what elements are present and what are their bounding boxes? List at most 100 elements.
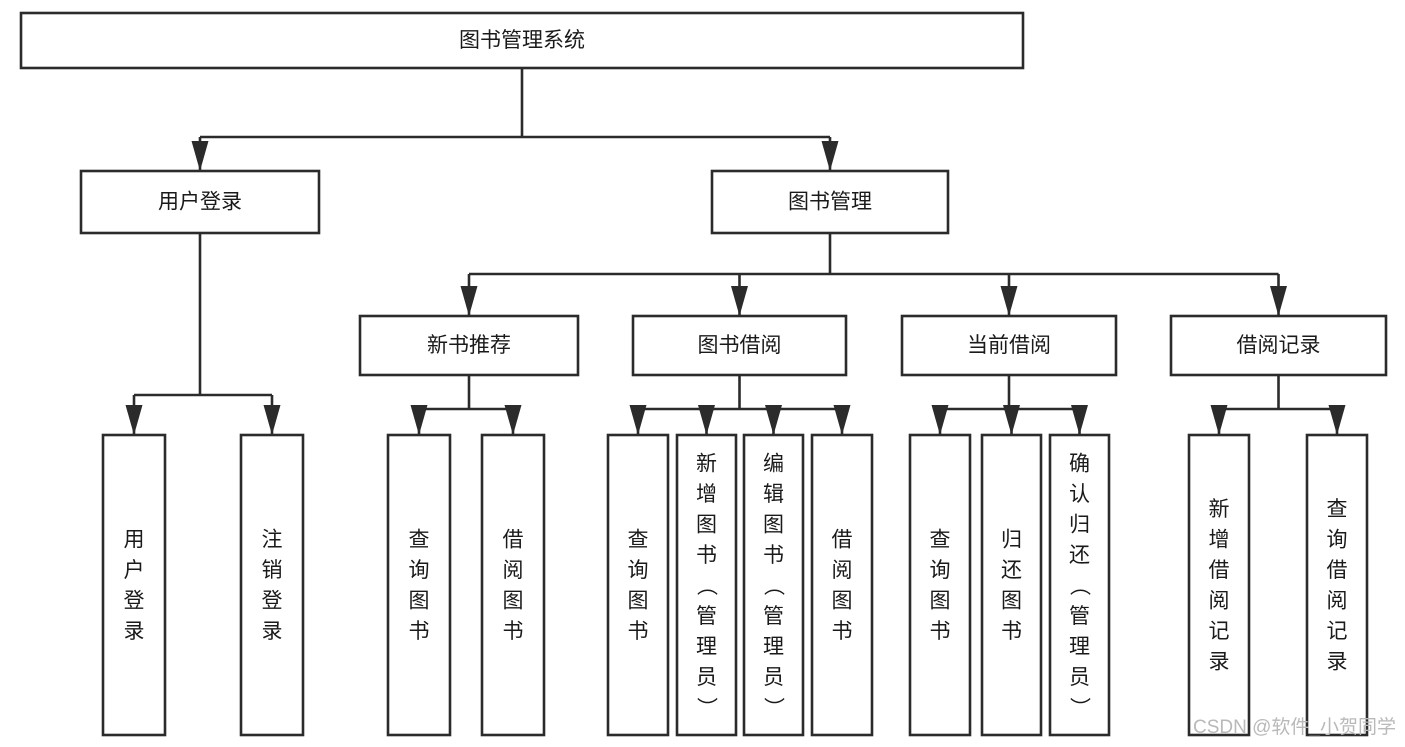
node-label: 图书借阅 xyxy=(698,334,782,357)
svg-text:查: 查 xyxy=(409,529,430,552)
node-book-management[interactable]: 图书管理 xyxy=(710,169,950,235)
svg-text:借: 借 xyxy=(503,529,524,552)
svg-text:图: 图 xyxy=(930,590,951,613)
svg-text:阅: 阅 xyxy=(503,559,524,582)
arrow-head-icon xyxy=(1328,405,1346,435)
svg-text:归: 归 xyxy=(1069,513,1090,536)
svg-text:新: 新 xyxy=(696,452,717,475)
node-leaf-user-login[interactable]: 用户登录 xyxy=(101,433,167,737)
svg-text:询: 询 xyxy=(930,559,951,582)
svg-text:书: 书 xyxy=(832,620,853,643)
svg-text:销: 销 xyxy=(262,559,283,582)
svg-text:记: 记 xyxy=(1327,620,1348,643)
arrow-head-icon xyxy=(698,405,715,435)
arrow-head-icon xyxy=(410,405,428,435)
svg-text:还: 还 xyxy=(1001,559,1022,582)
svg-text:录: 录 xyxy=(1327,651,1348,674)
svg-text:新: 新 xyxy=(1209,498,1230,521)
arrow-head-icon xyxy=(833,405,851,435)
svg-text:管: 管 xyxy=(696,605,717,628)
svg-text:书: 书 xyxy=(503,620,524,643)
node-borrow-record[interactable]: 借阅记录 xyxy=(1169,314,1388,377)
connector-layer xyxy=(125,68,1346,435)
node-label: 当前借阅 xyxy=(967,334,1051,357)
svg-text:辑: 辑 xyxy=(763,483,784,506)
svg-text:查: 查 xyxy=(930,529,951,552)
svg-text:询: 询 xyxy=(1327,529,1348,552)
svg-text:询: 询 xyxy=(628,559,649,582)
node-label: 借阅记录 xyxy=(1237,334,1321,357)
arrow-head-icon xyxy=(125,405,143,435)
node-new-book-recommend[interactable]: 新书推荐 xyxy=(358,314,580,377)
svg-text:查: 查 xyxy=(628,529,649,552)
svg-text:图: 图 xyxy=(409,590,430,613)
svg-text:）: ） xyxy=(762,697,785,718)
node-book-borrow[interactable]: 图书借阅 xyxy=(631,314,848,377)
svg-text:书: 书 xyxy=(930,620,951,643)
svg-text:（: （ xyxy=(695,575,718,596)
svg-text:图: 图 xyxy=(1001,590,1022,613)
svg-text:员: 员 xyxy=(1069,666,1090,689)
svg-text:记: 记 xyxy=(1209,620,1230,643)
node-label: 新书推荐 xyxy=(427,334,511,357)
svg-text:用: 用 xyxy=(124,529,145,552)
svg-text:归: 归 xyxy=(1001,529,1022,552)
svg-text:阅: 阅 xyxy=(1209,590,1230,613)
svg-text:书: 书 xyxy=(763,544,784,567)
svg-text:增: 增 xyxy=(696,483,717,506)
svg-text:（: （ xyxy=(762,575,785,596)
svg-text:还: 还 xyxy=(1069,544,1090,567)
svg-text:图: 图 xyxy=(763,513,784,536)
svg-text:借: 借 xyxy=(1209,559,1230,582)
svg-text:编: 编 xyxy=(763,452,784,475)
svg-text:）: ） xyxy=(695,697,718,718)
svg-text:图: 图 xyxy=(628,590,649,613)
svg-text:录: 录 xyxy=(124,620,145,643)
arrow-head-icon xyxy=(731,286,748,316)
svg-text:查: 查 xyxy=(1327,498,1348,521)
svg-text:书: 书 xyxy=(1001,620,1022,643)
svg-text:管: 管 xyxy=(1069,605,1090,628)
arrow-head-icon xyxy=(1210,405,1228,435)
svg-text:登: 登 xyxy=(124,590,145,613)
svg-text:确: 确 xyxy=(1069,452,1090,475)
node-label: 用户登录 xyxy=(158,191,242,214)
svg-text:员: 员 xyxy=(763,666,784,689)
svg-text:（: （ xyxy=(1068,575,1091,596)
node-layer: 图书管理系统用户登录图书管理新书推荐图书借阅当前借阅借阅记录用户登录注销登录查询… xyxy=(19,11,1388,737)
arrow-head-icon xyxy=(460,286,478,316)
arrow-head-icon xyxy=(931,405,949,435)
node-root[interactable]: 图书管理系统 xyxy=(19,11,1025,70)
node-user-login[interactable]: 用户登录 xyxy=(79,169,321,235)
arrow-head-icon xyxy=(1071,405,1088,435)
node-current-borrow[interactable]: 当前借阅 xyxy=(900,314,1118,377)
arrow-head-icon xyxy=(765,405,782,435)
svg-text:）: ） xyxy=(1068,697,1091,718)
svg-text:理: 理 xyxy=(1069,635,1090,658)
svg-text:增: 增 xyxy=(1209,529,1230,552)
arrow-head-icon xyxy=(1270,286,1287,316)
